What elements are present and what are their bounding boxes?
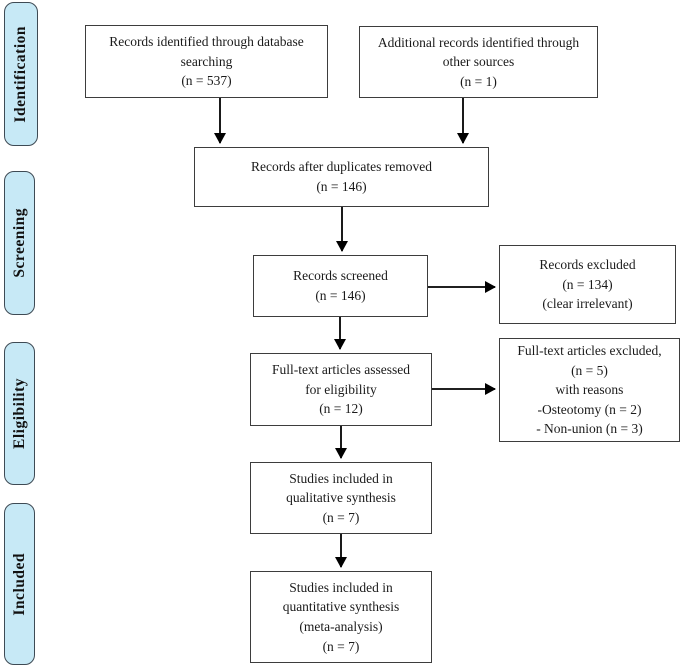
stage-tab-identification: Identification: [4, 2, 38, 146]
box-additional-records: Additional records identified through ot…: [359, 26, 598, 98]
box-records-excluded: Records excluded (n = 134) (clear irrele…: [499, 245, 676, 324]
stage-label-identification: Identification: [12, 25, 29, 123]
box-records-screened: Records screened (n = 146): [253, 255, 428, 317]
box-additional-records-text: Additional records identified through ot…: [377, 34, 580, 89]
box-quantitative-synthesis-text: Studies included in quantitative synthes…: [282, 579, 400, 654]
box-records-identified-text: Records identified through database sear…: [109, 34, 304, 89]
box-records-excluded-text: Records excluded (n = 134) (clear irrele…: [539, 257, 636, 312]
stage-label-included: Included: [10, 552, 28, 616]
stage-label-eligibility: Eligibility: [10, 378, 28, 449]
stage-label-screening: Screening: [10, 208, 28, 278]
box-fulltext-excluded: Full-text articles excluded, (n = 5) wit…: [499, 338, 680, 442]
stage-tab-screening: Screening: [4, 171, 35, 315]
box-records-screened-text: Records screened (n = 146): [293, 268, 388, 303]
stage-tab-eligibility: Eligibility: [4, 342, 35, 485]
stage-tab-included: Included: [4, 503, 35, 665]
box-duplicates-removed: Records after duplicates removed (n = 14…: [194, 147, 489, 207]
box-quantitative-synthesis: Studies included in quantitative synthes…: [250, 571, 432, 663]
box-fulltext-assessed-text: Full-text articles assessed for eligibil…: [272, 362, 410, 417]
box-duplicates-removed-text: Records after duplicates removed (n = 14…: [250, 159, 433, 194]
box-qualitative-synthesis-text: Studies included in qualitative synthesi…: [286, 470, 396, 525]
box-qualitative-synthesis: Studies included in qualitative synthesi…: [250, 462, 432, 534]
box-fulltext-assessed: Full-text articles assessed for eligibil…: [250, 353, 432, 426]
box-fulltext-excluded-text: Full-text articles excluded, (n = 5) wit…: [517, 343, 662, 437]
box-records-identified: Records identified through database sear…: [85, 25, 328, 98]
